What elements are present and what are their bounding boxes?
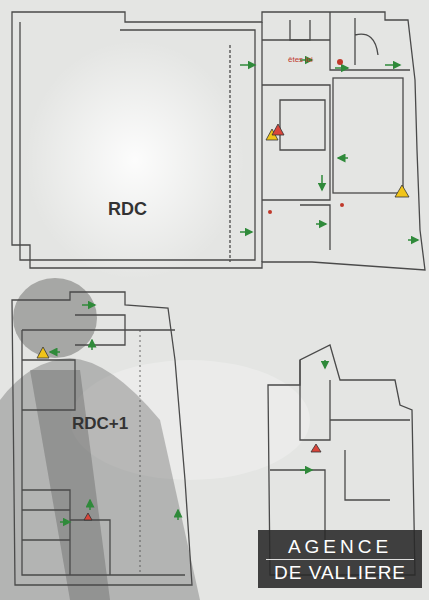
logo-word: AGENCE [262, 537, 418, 556]
floor-label: RDC [108, 200, 147, 218]
logo-divider [266, 559, 414, 560]
logo-box: AGENCE DE VALLIERE [258, 530, 422, 588]
location-marker-text: êtes ici [288, 56, 313, 64]
floor-label: RDC+1 [72, 415, 128, 432]
logo-subtitle: DE VALLIERE [262, 563, 418, 582]
